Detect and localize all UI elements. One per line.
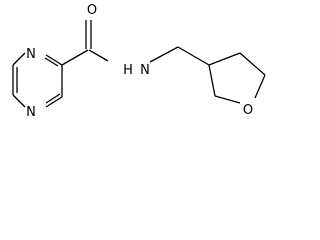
bond-n-bottom-c3 — [45, 96, 63, 108]
bond-c5-c2-ring — [239, 52, 266, 76]
bond-ch2-c3 — [177, 46, 210, 66]
atom-n-amide: N — [140, 63, 150, 78]
atom-o-ring: O — [243, 103, 253, 118]
bond-c2-c3-ring — [208, 52, 241, 66]
bond-n-ch2 — [149, 46, 179, 63]
bond-c4-n-top-double — [44, 57, 59, 67]
pyrazine-carboxamide-structure: N N O N H O — [12, 3, 266, 120]
bond-c2-n-bottom — [12, 94, 26, 108]
oxolane-substituent — [149, 46, 266, 104]
atom-n-ring-top: N — [26, 47, 36, 62]
atom-o-carbonyl: O — [87, 3, 97, 18]
bond-carbonyl-n — [88, 49, 109, 62]
bond-c4-o-ring — [214, 95, 241, 104]
atom-h-amide: H — [123, 63, 133, 78]
amide-linkage — [61, 20, 109, 66]
bond-c1-n-top — [12, 52, 26, 66]
bond-c4-n-top — [45, 54, 63, 66]
bond-ring-carbonyl — [61, 49, 89, 66]
bond-n-bottom-c3-double — [45, 93, 61, 104]
bond-o-c5-ring — [254, 74, 266, 99]
pyrazine-ring — [12, 52, 63, 108]
bond-c3-c4-ring — [208, 64, 216, 97]
atom-n-ring-bottom: N — [26, 105, 36, 120]
